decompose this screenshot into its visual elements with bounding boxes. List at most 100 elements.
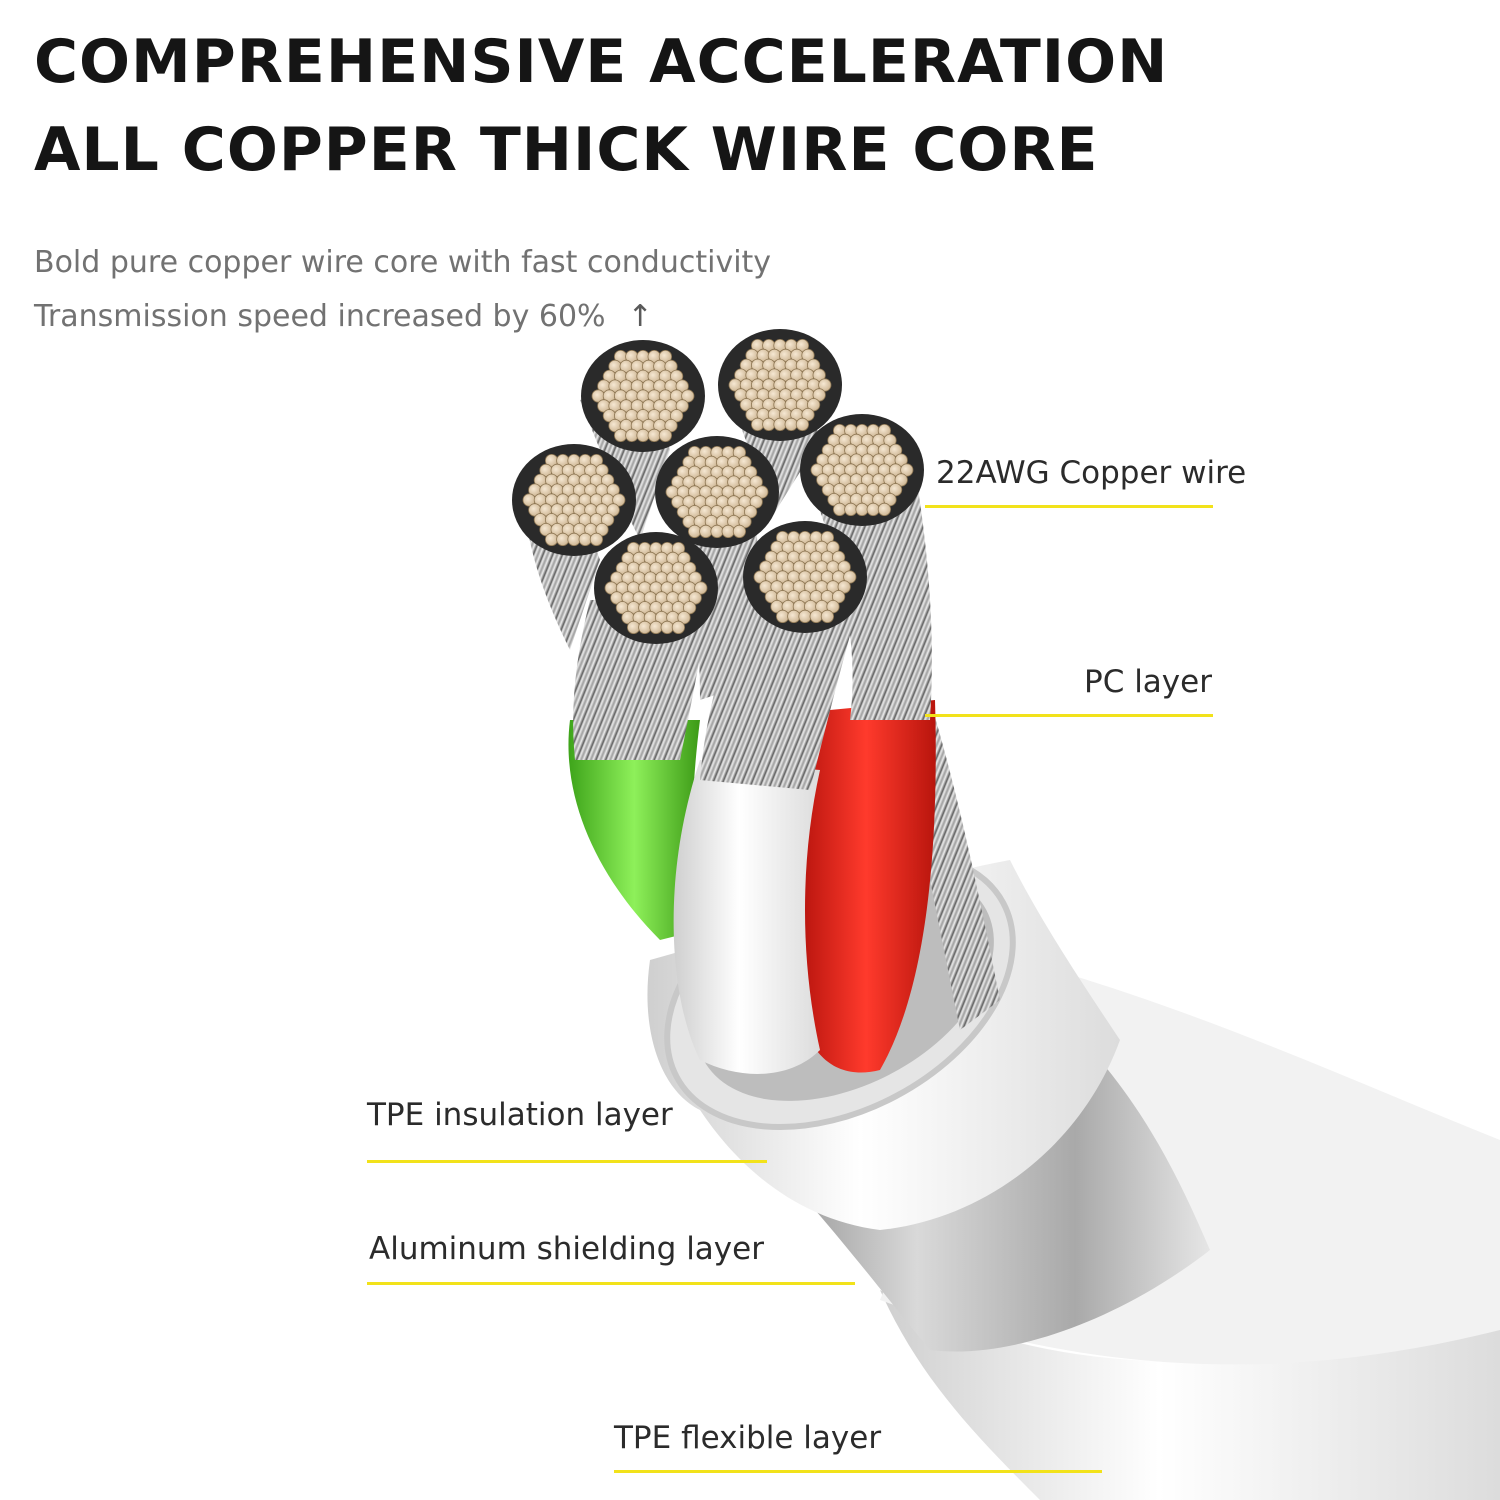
green-wire: [568, 720, 700, 940]
copper-strand: [612, 493, 626, 507]
copper-strand: [844, 502, 858, 516]
copper-strand: [775, 609, 790, 624]
copper-strand: [677, 551, 691, 566]
leader-tpe-flexible: [614, 1470, 1102, 1473]
copper-strand: [826, 540, 840, 555]
copper-strand: [831, 590, 846, 604]
copper-strand: [626, 620, 641, 635]
copper-strand: [638, 620, 652, 635]
copper-strand: [832, 502, 847, 516]
copper-bundle-end: [512, 444, 636, 556]
copper-strand: [544, 532, 559, 547]
copper-strand: [801, 348, 815, 362]
copper-strand: [687, 524, 702, 539]
copper-strand: [660, 620, 674, 635]
copper-strand: [613, 428, 628, 442]
copper-strand: [888, 483, 903, 497]
copper-strand: [677, 610, 691, 625]
copper-strand: [787, 609, 801, 624]
copper-strand: [755, 485, 769, 499]
copper-strand: [837, 560, 851, 574]
copper-strand: [806, 358, 821, 372]
label-pc-layer: PC layer: [1084, 664, 1212, 700]
copper-strand: [682, 601, 697, 615]
subheading-line-2-text: Transmission speed increased by 60%: [34, 299, 606, 334]
copper-strand: [682, 561, 697, 575]
copper-strand: [784, 417, 798, 431]
copper-strand: [699, 524, 713, 539]
copper-strand: [732, 524, 747, 539]
copper-bundle-ends: [512, 329, 924, 644]
copper-strand: [812, 368, 826, 382]
copper-bundle-end: [743, 521, 867, 633]
copper-strand: [732, 445, 747, 460]
leader-tpe-insulation: [367, 1160, 767, 1163]
copper-strand: [809, 609, 823, 624]
leader-aluminum-shielding: [367, 1282, 855, 1285]
copper-strand: [750, 417, 765, 431]
copper-strand: [798, 609, 812, 624]
copper-strand: [567, 532, 581, 547]
copper-strand: [649, 620, 663, 635]
copper-strand: [883, 433, 897, 447]
copper-strand: [749, 475, 763, 489]
copper-strand: [664, 418, 678, 433]
copper-strand: [773, 417, 787, 431]
red-wire: [796, 700, 936, 1073]
copper-strand: [658, 349, 673, 364]
copper-bundle-end: [655, 436, 779, 548]
copper-bundle-end: [581, 340, 705, 452]
copper-strand: [578, 532, 592, 547]
copper-strand: [625, 428, 639, 442]
copper-strand: [888, 443, 903, 457]
headline-line-1: COMPREHENSIVE ACCELERATION: [34, 27, 1169, 97]
copper-strand: [831, 550, 846, 564]
copper-strand: [801, 407, 815, 422]
up-arrow-icon: ↑: [627, 299, 653, 334]
label-tpe-insulation: TPE insulation layer: [367, 1097, 673, 1133]
copper-strand: [866, 502, 880, 516]
silver-strand-7: [700, 600, 860, 790]
copper-strand: [743, 505, 758, 519]
copper-strand: [664, 359, 678, 373]
copper-strand: [820, 609, 835, 624]
copper-strand: [749, 495, 763, 509]
copper-strand: [721, 524, 735, 539]
copper-strand: [855, 502, 869, 516]
copper-strand: [812, 388, 826, 402]
copper-strand: [556, 532, 570, 547]
copper-strand: [606, 483, 620, 497]
copper-strand: [589, 532, 604, 547]
copper-strand: [894, 473, 908, 487]
copper-strand: [900, 463, 914, 477]
leader-copper-wire: [925, 505, 1213, 508]
copper-strand: [738, 455, 752, 469]
copper-strand: [688, 571, 702, 585]
copper-strand: [795, 417, 810, 431]
copper-strand: [743, 465, 758, 479]
white-wire: [673, 760, 820, 1074]
copper-strand: [671, 541, 686, 556]
label-copper-wire: 22AWG Copper wire: [936, 455, 1247, 491]
tpe-flexible-jacket: [880, 1290, 1500, 1500]
subheading-line-1: Bold pure copper wire core with fast con…: [34, 245, 772, 280]
copper-strand: [658, 428, 673, 442]
copper-strand: [806, 398, 821, 412]
copper-strand: [600, 513, 615, 527]
copper-strand: [636, 428, 650, 442]
copper-strand: [818, 378, 832, 392]
copper-strand: [883, 492, 897, 507]
copper-bundle-end: [800, 414, 924, 526]
copper-strand: [826, 599, 840, 614]
copper-strand: [710, 524, 724, 539]
copper-strand: [694, 581, 708, 595]
copper-strand: [820, 530, 835, 545]
copper-strand: [675, 399, 689, 413]
copper-strand: [600, 473, 615, 487]
copper-strand: [762, 417, 776, 431]
copper-strand: [647, 428, 661, 442]
copper-strand: [843, 570, 857, 584]
copper-strand: [681, 389, 695, 403]
copper-strand: [669, 409, 684, 423]
